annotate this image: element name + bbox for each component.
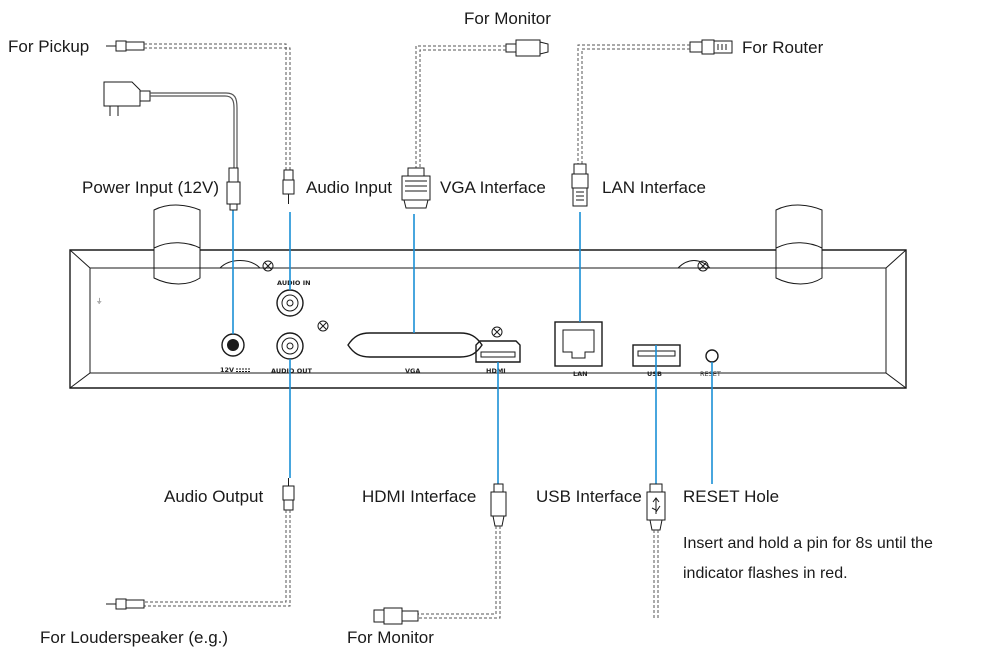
hdmi-port[interactable]: HDMI: [475, 340, 521, 375]
label-audio-output: Audio Output: [164, 487, 264, 506]
reset-note-line1: Insert and hold a pin for 8s until the: [683, 535, 933, 552]
lan-port[interactable]: LAN: [554, 321, 603, 378]
screw-icon: [697, 260, 709, 272]
vga-plug-icon: [401, 39, 549, 209]
audio-in-port[interactable]: AUDIO IN: [276, 279, 311, 317]
audio-out-label: AUDIO OUT: [271, 367, 313, 375]
label-power-input: Power Input (12V): [82, 178, 219, 197]
rj45-plug-icon: [571, 39, 733, 207]
label-for-router: For Router: [742, 38, 824, 57]
label-for-monitor-top: For Monitor: [464, 9, 551, 28]
usb-port-label: USB: [647, 370, 662, 378]
label-audio-input: Audio Input: [306, 178, 392, 197]
label-for-monitor-bottom: For Monitor: [347, 628, 434, 647]
label-hdmi-interface: HDMI Interface: [362, 487, 476, 506]
label-for-pickup: For Pickup: [8, 37, 89, 56]
usb-plug-icon: [646, 483, 666, 620]
reset-note-line2: indicator flashes in red.: [683, 565, 848, 582]
power-adapter-icon: [103, 81, 241, 211]
nvr-rear-panel: ⏚: [69, 204, 907, 389]
vga-port[interactable]: VGA: [347, 332, 483, 375]
vga-port-label: VGA: [405, 367, 420, 375]
label-lan-interface: LAN Interface: [602, 178, 706, 197]
hdmi-port-label: HDMI: [486, 367, 506, 375]
power-port[interactable]: 12V: [220, 333, 250, 374]
audio-in-label: AUDIO IN: [277, 279, 311, 287]
left-antenna: [153, 204, 201, 285]
hdmi-plug-icon: [373, 483, 507, 625]
label-vga-interface: VGA Interface: [440, 178, 546, 197]
screw-icon: [262, 260, 274, 272]
reset-hole-label: RESET: [700, 370, 721, 378]
reset-hole[interactable]: RESET: [700, 349, 721, 378]
leader-lines: [232, 210, 713, 484]
right-antenna: [775, 204, 823, 285]
rca-plug-icon: [106, 478, 295, 610]
lan-port-label: LAN: [573, 370, 588, 378]
audio-out-port[interactable]: AUDIO OUT: [271, 332, 313, 375]
screw-icon: [317, 320, 329, 332]
label-usb-interface: USB Interface: [536, 487, 642, 506]
power-port-label: 12V: [220, 366, 234, 374]
label-for-loudspeaker: For Louderspeaker (e.g.): [40, 628, 228, 647]
ground-mark: ⏚: [96, 297, 103, 305]
label-reset-hole: RESET Hole: [683, 487, 779, 506]
screw-icon: [491, 326, 503, 338]
rca-plug-icon: [106, 40, 295, 204]
